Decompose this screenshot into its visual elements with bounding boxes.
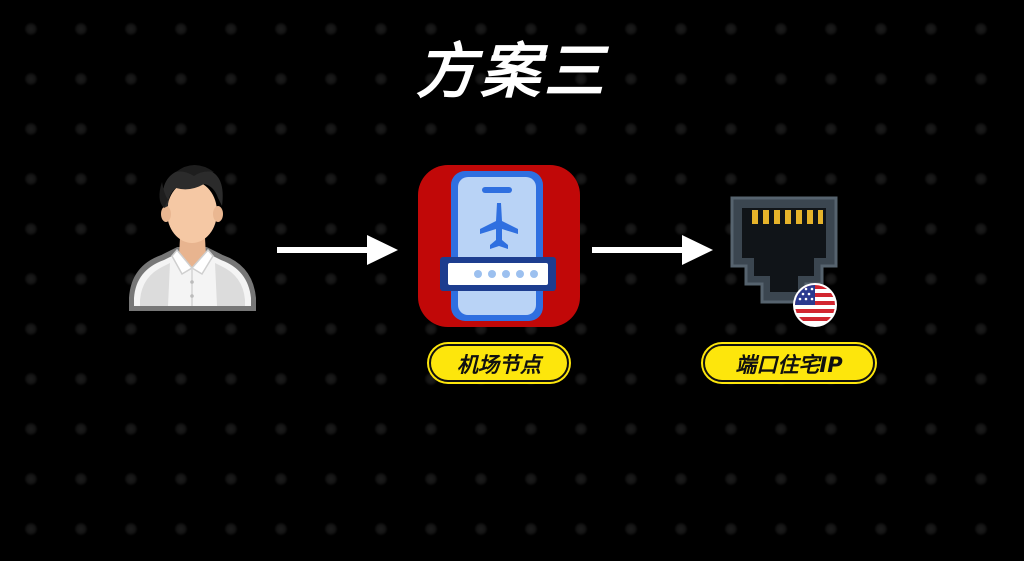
us-flag-badge <box>792 282 838 328</box>
page-title: 方案三 <box>416 37 608 107</box>
arrow-right-icon <box>275 230 400 270</box>
user-avatar-icon <box>129 165 256 311</box>
airport-boarding-pass-icon <box>418 165 580 327</box>
us-flag-icon <box>793 283 837 327</box>
airport-node-label: 机场节点 <box>429 344 569 382</box>
port-node <box>726 190 844 330</box>
arrow-right-icon <box>590 230 715 270</box>
ethernet-port-icon <box>730 196 838 304</box>
user-node <box>120 150 265 320</box>
airport-node <box>418 165 580 327</box>
port-node-label: 端口住宅IP <box>703 344 875 382</box>
